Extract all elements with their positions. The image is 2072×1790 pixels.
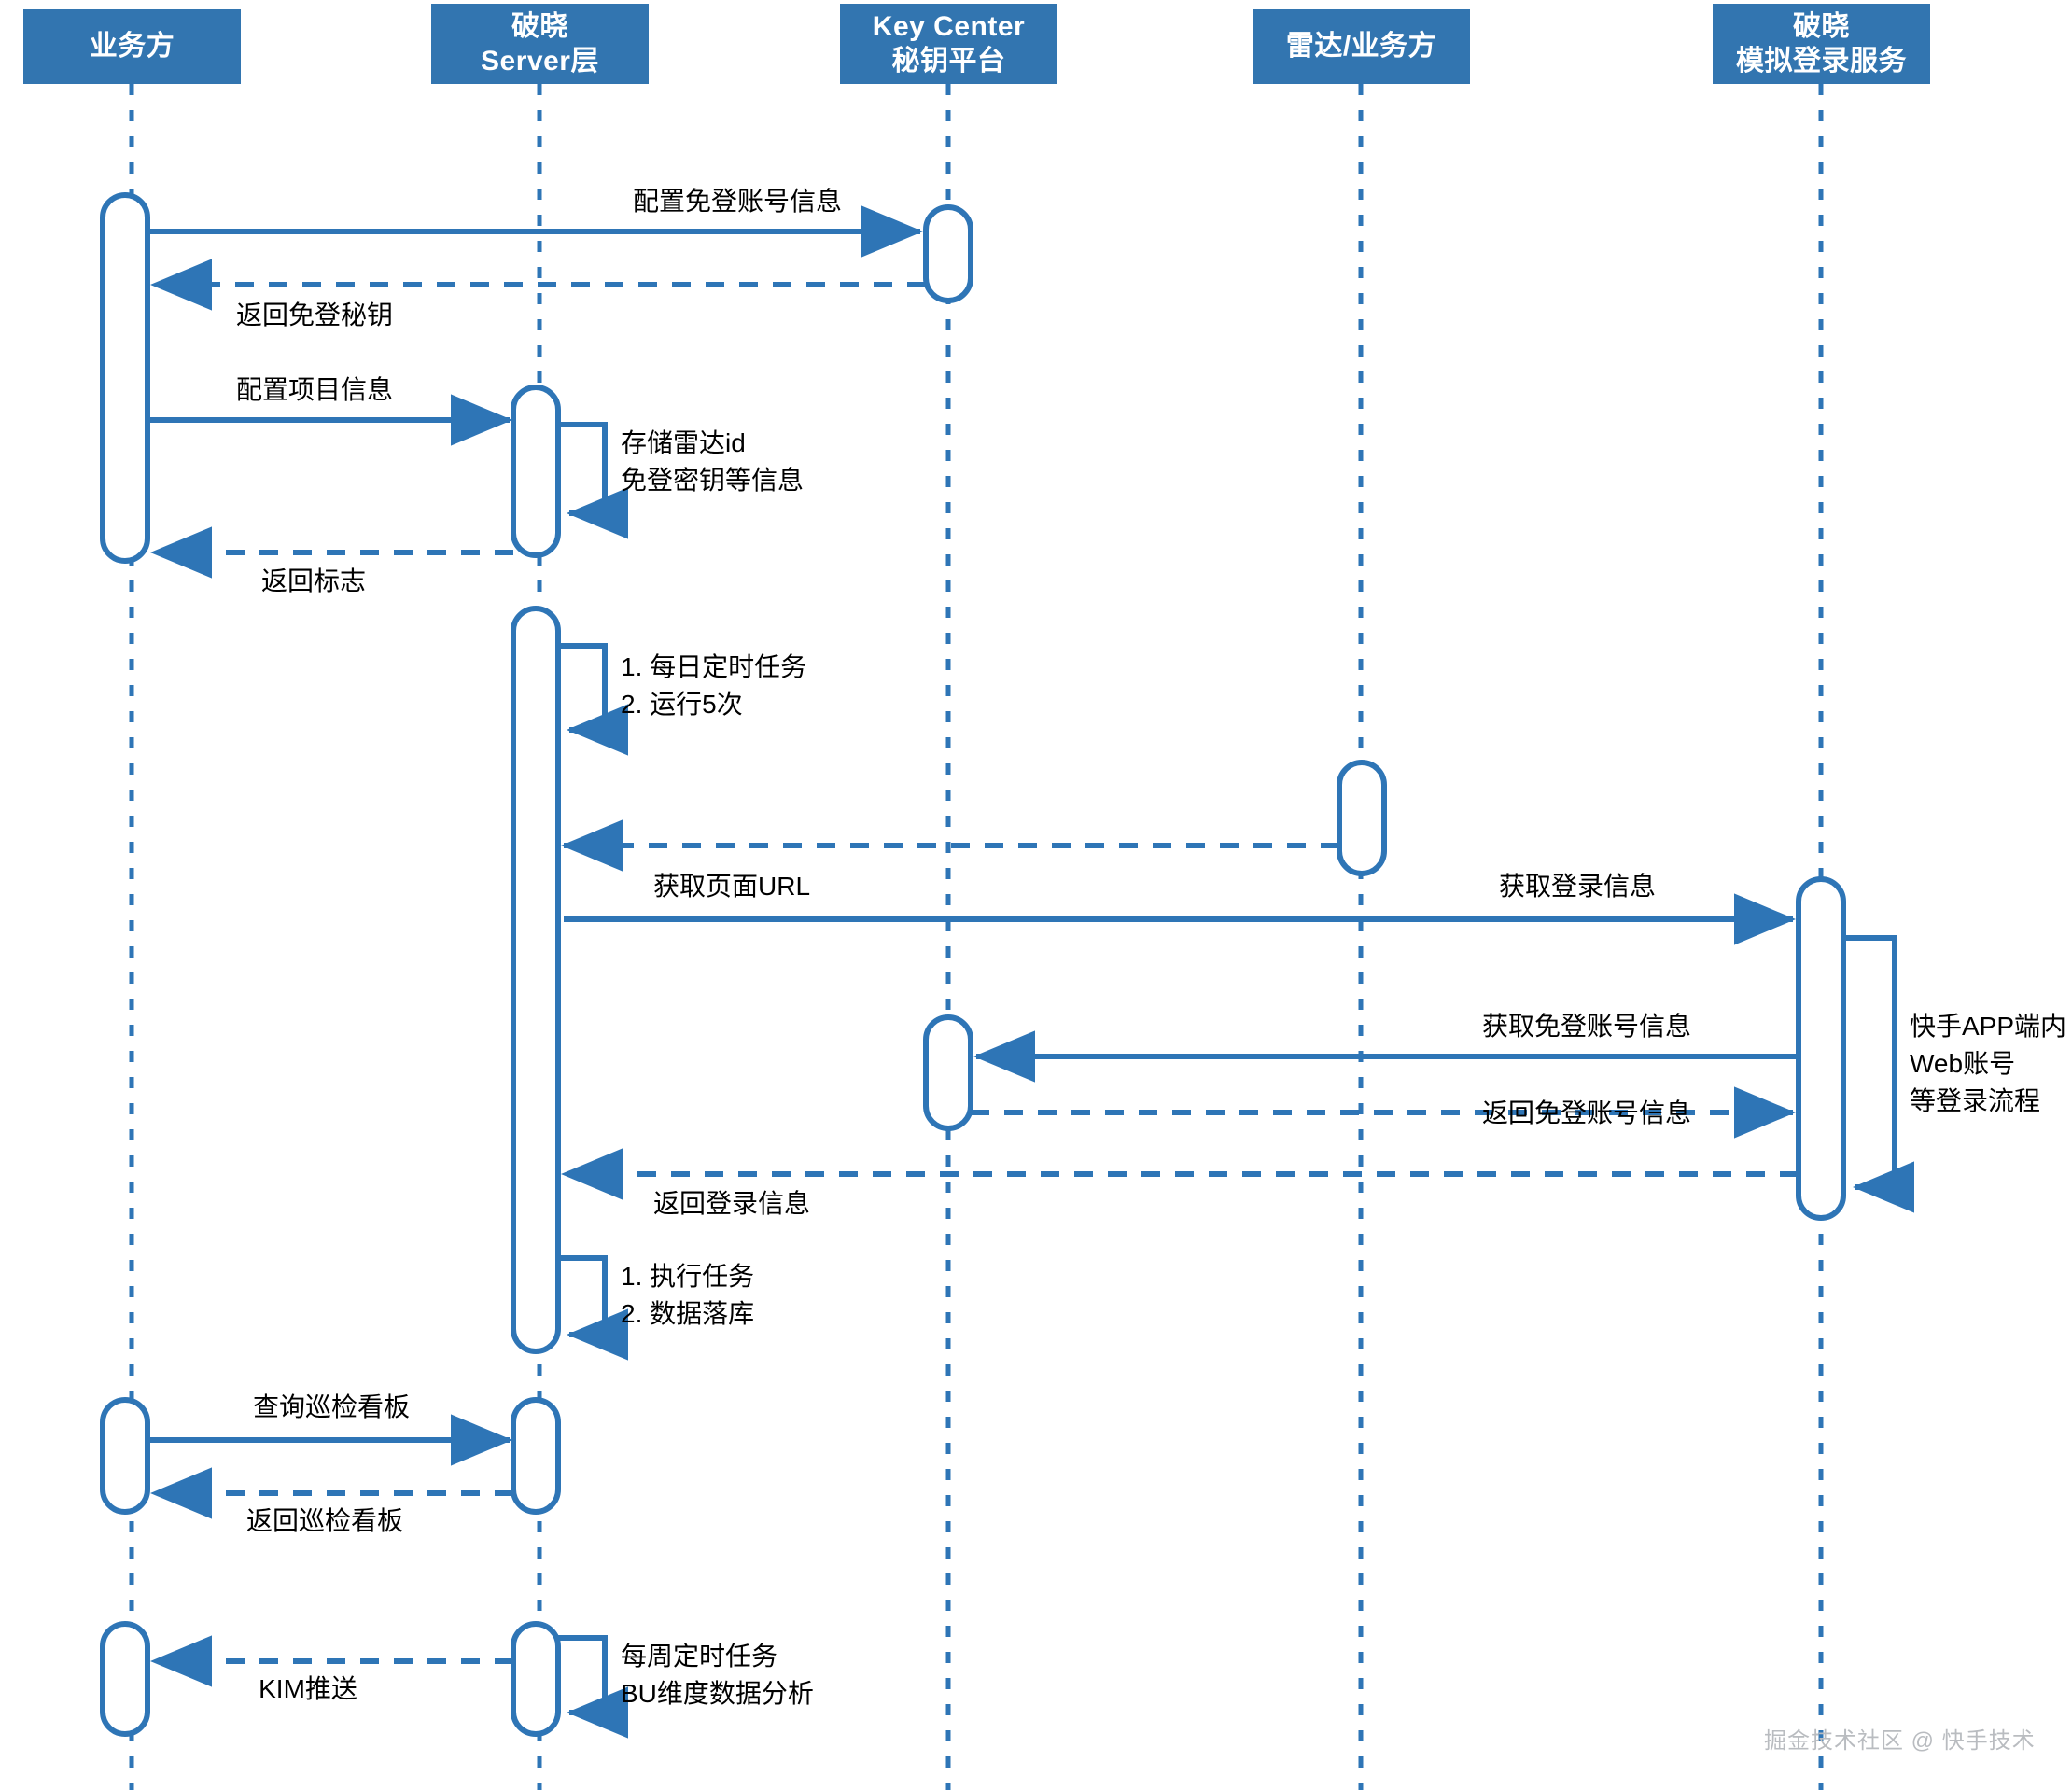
message-label-m3: 配置项目信息	[236, 375, 394, 404]
self-note-line: 快手APP端内	[1910, 1012, 2067, 1041]
lane-title-line: Key Center	[872, 10, 1026, 42]
self-note-line: 存储雷达id	[621, 428, 746, 457]
message-label-m2: 返回免登秘钥	[236, 301, 394, 329]
self-loop-n4	[558, 1255, 628, 1361]
lane-header-poxiao-server[interactable]: 破晓 Server层	[431, 4, 649, 84]
self-loop-n1	[558, 422, 628, 539]
lane-title-line: Server层	[481, 46, 599, 77]
self-note-n2: 1. 每日定时任务 2. 运行5次	[621, 649, 806, 723]
message-label-m12: 返回巡检看板	[245, 1506, 404, 1535]
self-note-line: Web账号	[1910, 1048, 2016, 1078]
self-note-line: 1. 执行任务	[621, 1262, 755, 1291]
lane-header-key-center[interactable]: Key Center 秘钥平台	[840, 4, 1057, 84]
self-note-line: 2. 数据落库	[621, 1298, 755, 1328]
activation-bar	[100, 192, 1846, 1737]
lane-title-line: 模拟登录服务	[1736, 46, 1907, 77]
lane-title-line: 业务方	[89, 31, 175, 63]
lane-title-line: 破晓	[511, 10, 568, 42]
lane-header-business[interactable]: 业务方	[23, 9, 241, 84]
self-note-n4: 1. 执行任务 2. 数据落库	[621, 1258, 754, 1333]
self-loop-n3	[1843, 935, 1914, 1213]
watermark: 掘金技术社区 @ 快手技术	[1764, 1728, 2036, 1754]
message-label-m4: 返回标志	[261, 566, 367, 595]
lane-header-radar[interactable]: 雷达/业务方	[1253, 9, 1470, 84]
lane-title-line: 秘钥平台	[891, 46, 1006, 77]
message-label-m10: 返回登录信息	[653, 1189, 811, 1218]
message-label-m1: 配置免登账号信息	[632, 187, 843, 216]
message-label-m13: KIM推送	[259, 1674, 357, 1703]
message-label-m6: 获取页面URL	[653, 872, 811, 901]
self-note-n3: 快手APP端内 Web账号 等登录流程	[1910, 1008, 2066, 1119]
lane-title-line: 雷达/业务方	[1285, 31, 1437, 63]
lane-header-poxiao-login[interactable]: 破晓 模拟登录服务	[1713, 4, 1930, 84]
message-label-m7: 获取登录信息	[1498, 872, 1657, 901]
self-note-n5: 每周定时任务 BU维度数据分析	[621, 1638, 814, 1713]
self-note-line: 免登密钥等信息	[621, 465, 805, 495]
self-note-line: 1. 每日定时任务	[621, 652, 807, 681]
self-loop-n5	[558, 1635, 628, 1739]
message-label-m8: 获取免登账号信息	[1481, 1012, 1692, 1041]
self-note-line: BU维度数据分析	[621, 1678, 814, 1708]
self-note-line: 2. 运行5次	[621, 689, 743, 719]
self-note-n1: 存储雷达id 免登密钥等信息	[621, 425, 804, 499]
self-note-line: 每周定时任务	[621, 1642, 778, 1671]
self-loop-n2	[558, 643, 628, 756]
message-label-m9: 返回免登账号信息	[1481, 1098, 1692, 1127]
message-label-m11: 查询巡检看板	[252, 1392, 411, 1421]
self-note-line: 等登录流程	[1910, 1085, 2041, 1115]
lane-title-line: 破晓	[1793, 10, 1850, 42]
